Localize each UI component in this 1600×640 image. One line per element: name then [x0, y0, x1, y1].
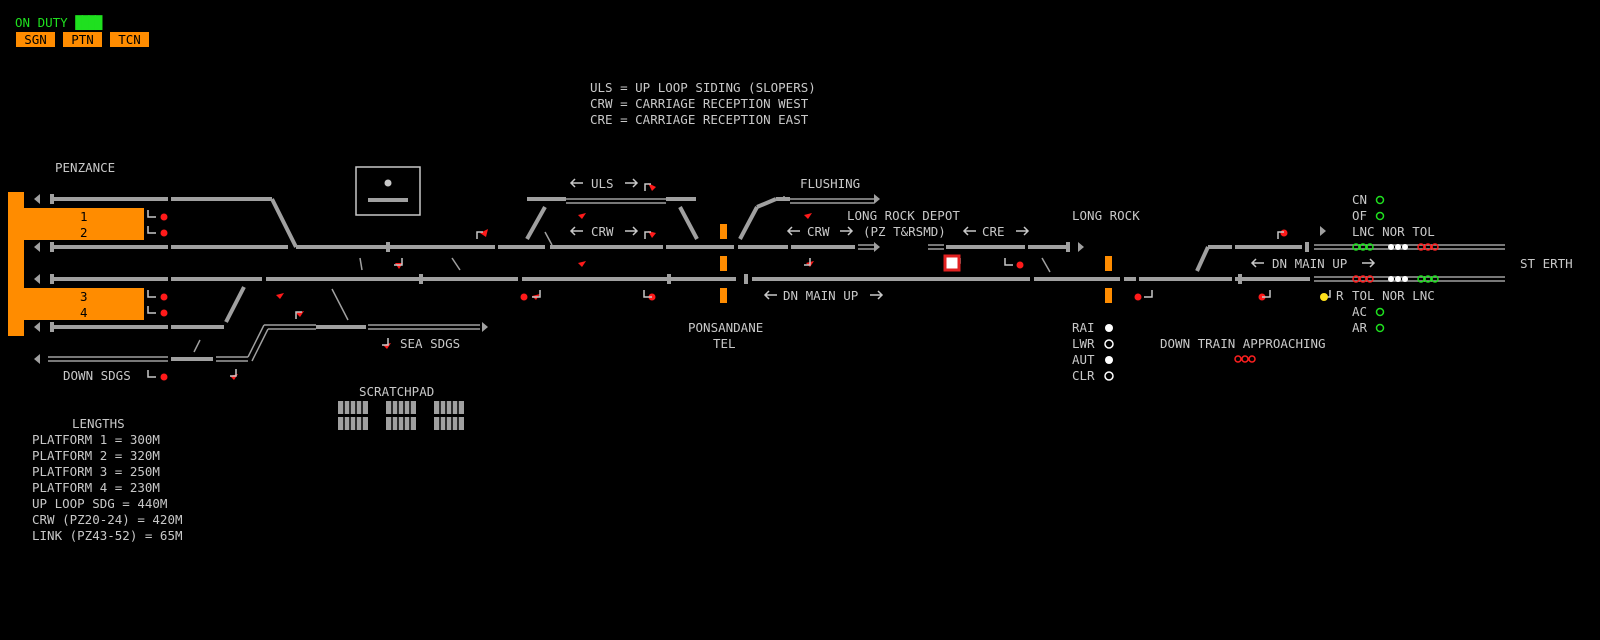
- platform-1-2[interactable]: [24, 208, 144, 240]
- lengths-title: LENGTHS: [72, 416, 125, 431]
- cn-label: CN: [1352, 192, 1368, 207]
- long-rock-label: LONG ROCK: [1072, 208, 1140, 223]
- tcn-button[interactable]: TCN: [110, 32, 149, 47]
- of-label: OF: [1352, 208, 1368, 223]
- top-header-label: LNC NOR TOL: [1352, 224, 1435, 239]
- crw-label-2: CRW: [807, 224, 830, 239]
- down-sdgs-label: DOWN SDGS: [63, 368, 131, 383]
- duty-bars-icon: ████: [75, 15, 102, 30]
- platform-1-label: 1: [80, 209, 88, 224]
- uls-label: ULS: [591, 176, 614, 191]
- cre-label: CRE: [982, 224, 1005, 239]
- ptn-button[interactable]: PTN: [63, 32, 102, 47]
- clr-label: CLR: [1072, 368, 1095, 383]
- length-item: PLATFORM 4 = 230M: [32, 480, 160, 495]
- platform-3-label: 3: [80, 289, 88, 304]
- ponsandane-tel-label: TEL: [713, 336, 736, 351]
- length-item: PLATFORM 3 = 250M: [32, 464, 160, 479]
- flushing-label: FLUSHING: [800, 176, 861, 191]
- down-train-label: DOWN TRAIN APPROACHING: [1160, 336, 1326, 351]
- length-item: LINK (PZ43-52) = 65M: [32, 528, 183, 543]
- key-uls: ULS = UP LOOP SIDING (SLOPERS): [590, 80, 816, 95]
- scratchpad-label: SCRATCHPAD: [359, 384, 435, 399]
- st-erth-label: ST ERTH: [1520, 256, 1573, 271]
- length-item: UP LOOP SDG = 440M: [32, 496, 168, 511]
- depot-code-label: (PZ T&RSMD): [863, 224, 946, 239]
- sgn-button[interactable]: SGN: [16, 32, 55, 47]
- rai-indicator: [1105, 324, 1113, 332]
- on-duty-status: ON DUTY ████: [15, 15, 102, 30]
- on-duty-label: ON DUTY: [15, 15, 68, 30]
- bottom-header-label: TOL NOR LNC: [1352, 288, 1435, 303]
- rai-label: RAI: [1072, 320, 1095, 335]
- length-item: PLATFORM 2 = 320M: [32, 448, 160, 463]
- penzance-label: PENZANCE: [55, 160, 116, 175]
- depot-label: LONG ROCK DEPOT: [847, 208, 960, 223]
- clr-indicator: [1104, 371, 1114, 381]
- crw-label: CRW: [591, 224, 614, 239]
- sea-sdgs-label: SEA SDGS: [400, 336, 461, 351]
- dn-main-up-label-2: DN MAIN UP: [783, 288, 859, 303]
- ponsandane-label: PONSANDANE: [688, 320, 764, 335]
- platform-3-4[interactable]: [24, 288, 144, 320]
- length-item: PLATFORM 1 = 300M: [32, 432, 160, 447]
- ac-label: AC: [1352, 304, 1368, 319]
- key-crw: CRW = CARRIAGE RECEPTION WEST: [590, 96, 809, 111]
- length-item: CRW (PZ20-24) = 420M: [32, 512, 183, 527]
- aut-label: AUT: [1072, 352, 1095, 367]
- dn-main-up-label: DN MAIN UP: [1272, 256, 1348, 271]
- platform-block: [8, 192, 24, 336]
- platform-4-label: 4: [80, 305, 88, 320]
- ar-label: AR: [1352, 320, 1368, 335]
- lwr-label: LWR: [1072, 336, 1095, 351]
- platform-2-label: 2: [80, 225, 88, 240]
- r-label: R: [1336, 288, 1344, 303]
- key-cre: CRE = CARRIAGE RECEPTION EAST: [590, 112, 809, 127]
- aut-indicator: [1105, 356, 1113, 364]
- lwr-indicator: [1104, 339, 1114, 349]
